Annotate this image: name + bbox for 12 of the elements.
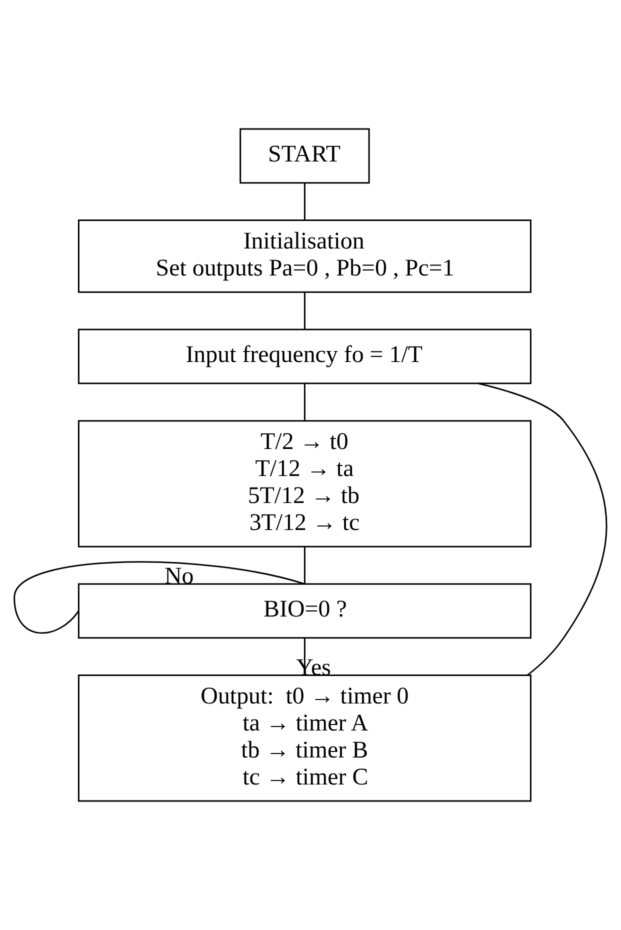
connector	[304, 546, 306, 584]
connector	[304, 384, 306, 421]
node-box: Initialisation Set outputs Pa=0 , Pb=0 , Pc=1	[78, 220, 532, 293]
connector	[478, 382, 608, 676]
node-box: BIO=0 ?	[78, 583, 532, 639]
node-box: START	[240, 128, 370, 184]
connector	[304, 183, 306, 220]
node-box: Input frequency fo = 1/T	[78, 328, 532, 384]
node-box: T/2 → t0 T/12 → ta 5T/12 → tb 3T/12 → tc	[78, 420, 532, 548]
connector	[14, 561, 305, 634]
node-box: Output: t0 → timer 0 ta → timer A tb → timer B tc → timer C	[78, 674, 532, 802]
connector	[304, 292, 306, 330]
